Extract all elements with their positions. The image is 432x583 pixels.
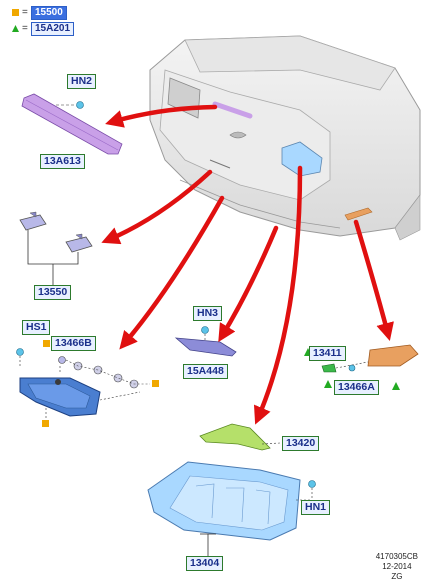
callout-13466b: 13466B — [51, 336, 96, 351]
callout-arrows — [101, 104, 394, 425]
legend-code-triangle: 15A201 — [31, 22, 75, 36]
callout-hn1: HN1 — [301, 500, 331, 515]
legend-code-square: 15500 — [31, 6, 67, 20]
callout-hs1: HS1 — [22, 320, 51, 335]
vehicle-rear-body — [149, 35, 421, 241]
callout-13404: 13404 — [186, 556, 224, 571]
callout-13466a: 13466A — [334, 380, 379, 395]
center-garnish — [174, 326, 237, 357]
callout-13550: 13550 — [34, 285, 72, 300]
square-symbol-icon — [12, 9, 19, 16]
callout-13411: 13411 — [309, 346, 346, 361]
callout-13420: 13420 — [282, 436, 320, 451]
callout-hn3: HN3 — [193, 306, 223, 321]
bulb-sockets — [19, 211, 93, 286]
tail-lamp-bezel — [199, 423, 281, 451]
legend-equals: = — [22, 7, 28, 18]
callout-13a613: 13A613 — [40, 154, 85, 169]
tail-lamp — [147, 461, 316, 556]
callout-15a448: 15A448 — [183, 364, 228, 379]
legend-equals: = — [22, 23, 28, 34]
left-tail-lamp-assembly — [16, 340, 159, 427]
high-mount-light-bar — [21, 93, 123, 155]
side-marker-lamp — [304, 344, 419, 390]
triangle-symbol-icon — [12, 25, 19, 32]
callout-hn2: HN2 — [67, 74, 97, 89]
document-id: 4170305CB — [375, 552, 418, 561]
document-date: 12-2014 — [382, 562, 412, 571]
document-code: ZG — [391, 572, 403, 581]
document-id-block: 4170305CB 12-2014 ZG — [376, 552, 418, 582]
nut-hn2-icon — [76, 101, 84, 109]
